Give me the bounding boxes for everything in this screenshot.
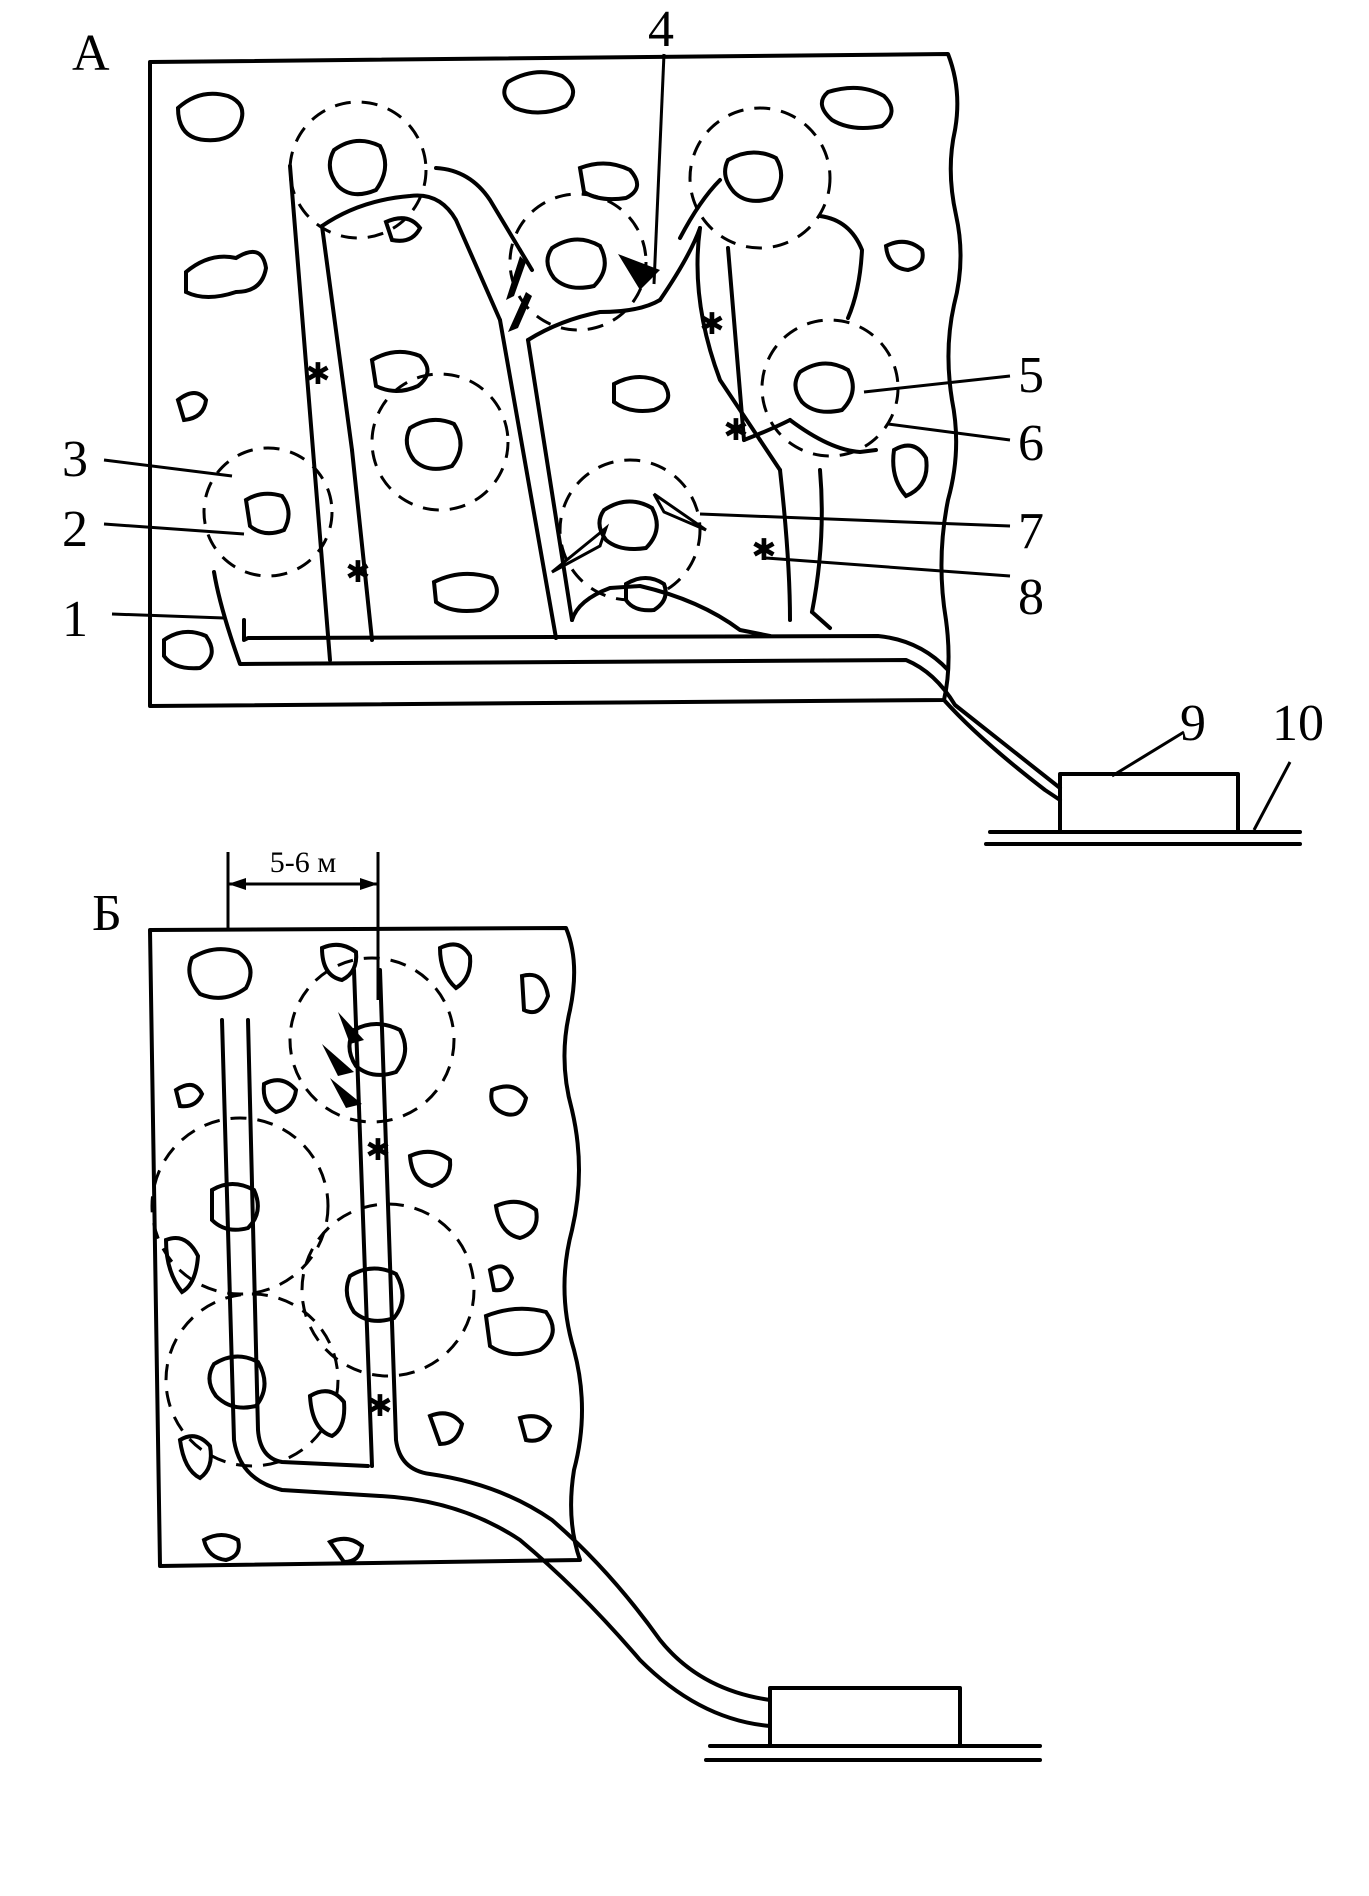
panel-a-reach-zones [202,100,900,602]
svg-text:✱: ✱ [751,534,776,567]
callout-2: 2 [62,501,88,558]
panel-b-blast-points: ✱ ✱ [365,1134,392,1423]
callout-4: 4 [648,1,674,58]
callout-3: 3 [62,431,88,488]
svg-text:✱: ✱ [365,1134,390,1167]
panel-a-leaders [103,53,1292,831]
svg-text:✱: ✱ [723,414,748,447]
panel-b-surface [704,1686,1042,1762]
panel-b-ore-pockets [207,1022,408,1439]
panel-a-surface [984,772,1302,846]
panel-b: Б 5-6 м [92,846,1042,1762]
svg-text:✱: ✱ [699,308,724,341]
panel-a-blast-arrows [506,254,707,574]
panel-a-ore-pockets [243,138,855,613]
panel-a: А [62,1,1324,846]
callout-1: 1 [62,591,88,648]
panel-b-reach-zones [150,956,476,1468]
callout-10: 10 [1272,695,1324,752]
panel-b-spacing-dimension: 5-6 м [226,846,380,1000]
panel-a-blast-points: ✱ ✱ ✱ ✱ ✱ [305,308,776,589]
callout-6: 6 [1018,415,1044,472]
panel-b-drifts [220,968,772,1728]
panel-a-orebody-outline [148,52,963,708]
callout-8: 8 [1018,569,1044,626]
callout-9: 9 [1180,695,1206,752]
panel-b-blast-arrows [322,1012,364,1108]
svg-text:✱: ✱ [305,358,330,391]
callout-7: 7 [1018,503,1044,560]
callout-5: 5 [1018,347,1044,404]
panel-b-orebody-outline [148,926,584,1568]
panel-a-title: А [72,25,110,82]
panel-b-spacing-label: 5-6 м [270,846,336,879]
svg-text:✱: ✱ [367,1390,392,1423]
panel-b-title: Б [92,885,122,942]
panel-a-machine [1058,772,1240,834]
panel-a-drifts [212,164,1062,802]
panel-b-machine [768,1686,962,1748]
svg-text:✱: ✱ [345,556,370,589]
panel-a-rock-lumps [162,70,929,671]
